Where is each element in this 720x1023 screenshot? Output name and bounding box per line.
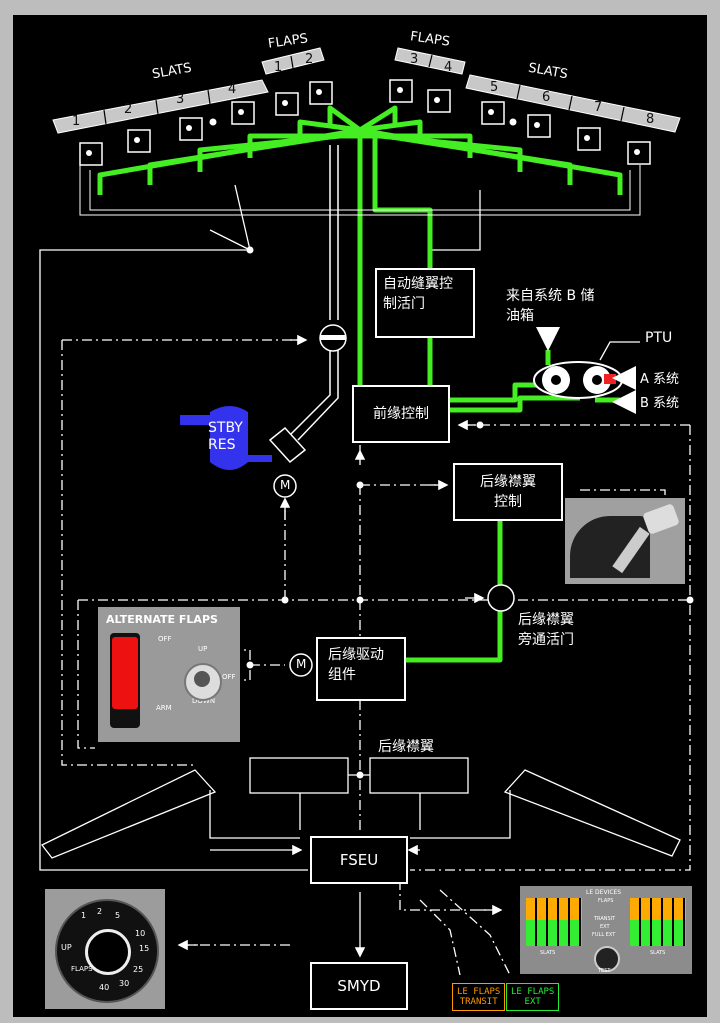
test-button[interactable] [594, 946, 620, 972]
actuator-frames [79, 165, 641, 216]
flap-number-4: 4 [444, 60, 453, 75]
system-b-label: B 系统 [640, 396, 680, 411]
te-drive-unit-label: 后缘驱动 组件 [328, 647, 384, 683]
auto-slat-valve-label: 自动缝翼控 制活门 [383, 276, 453, 312]
alt-off2-label: OFF [222, 673, 236, 681]
gauge-mark-up: UP [61, 943, 72, 952]
le-flaps-transit-text: LE FLAPS TRANSIT [457, 987, 501, 1007]
te-motor-icon [289, 653, 313, 677]
standby-actuator-icon [268, 426, 307, 464]
te-bypass-valve-label: 后缘襟翼 旁通活门 [518, 612, 574, 648]
le-flaps-ext-text: LE FLAPS EXT [511, 987, 555, 1007]
alt-arm-label: ARM [156, 704, 172, 712]
fseu-label: FSEU [339, 851, 379, 869]
flap-number-3: 3 [410, 52, 419, 67]
le-ext-label: EXT [600, 924, 610, 930]
standby-motor-label: M [280, 478, 291, 492]
smyd-box: SMYD [310, 962, 408, 1010]
from-system-b-label: 来自系统 B 储 油箱 [506, 288, 595, 324]
slat-number-6: 6 [542, 90, 551, 105]
le-transit-label: TRANSIT [594, 916, 616, 922]
slat-number-2: 2 [124, 102, 133, 117]
le-control-label: 前缘控制 [373, 406, 429, 422]
le-hydraulic-lines [97, 105, 623, 663]
slat-number-3: 3 [176, 92, 185, 107]
te-motor-label: M [296, 657, 307, 671]
te-flap-control-label: 后缘襟翼 控制 [480, 474, 536, 510]
le-flaps-label: FLAPS [598, 898, 614, 904]
te-flap-control-box: 后缘襟翼 控制 [453, 463, 563, 521]
gauge-mark-25: 25 [133, 965, 144, 974]
alt-off-label: OFF [158, 635, 172, 643]
le-test-label: TEST [598, 968, 611, 974]
le-devices-title: LE DEVICES [586, 889, 622, 896]
actuators [79, 79, 651, 166]
stby-res-icon [180, 406, 272, 470]
gauge-mark-10: 10 [135, 929, 146, 938]
gauge-mark-15: 15 [139, 944, 150, 953]
flap-gauge-panel: 1 2 5 10 15 25 30 40 UP FLAPS [45, 889, 165, 1009]
le-flaps-ext-light: LE FLAPS EXT [506, 983, 560, 1011]
te-flaps-label: 后缘襟翼 [378, 739, 434, 755]
gauge-caption: FLAPS [71, 965, 93, 973]
slat-number-8: 8 [646, 112, 655, 127]
ptu-pump-icon [533, 361, 623, 399]
ptu-label: PTU [645, 330, 673, 346]
le-flaps-transit-light: LE FLAPS TRANSIT [452, 983, 506, 1011]
bypass-valve-icon [487, 584, 515, 612]
alternate-flaps-title: ALTERNATE FLAPS [106, 613, 218, 626]
alt-down-label: DOWN [192, 697, 216, 705]
gauge-mark-30: 30 [119, 979, 130, 988]
gauge-mark-5: 5 [115, 911, 121, 920]
alt-up-label: UP [198, 645, 208, 653]
flap-number-2: 2 [305, 52, 314, 67]
stby-res-label: STBY RES [208, 420, 243, 453]
alternate-flaps-panel: ALTERNATE FLAPS OFF ARM UP OFF DOWN [98, 607, 240, 742]
flap-number-1: 1 [274, 60, 283, 75]
te-flap-panels [41, 757, 681, 859]
standby-lines [289, 145, 339, 441]
gauge-mark-2: 2 [97, 907, 103, 916]
le-devices-panel: LE DEVICES FLAPS TRANSIT EXT FULL EXT SL… [520, 886, 692, 974]
guard-switch-red[interactable] [110, 633, 140, 728]
slat-number-4: 4 [228, 82, 237, 97]
slat-number-5: 5 [490, 80, 499, 95]
control-signal-lines [61, 339, 691, 976]
slat-number-1: 1 [72, 114, 81, 129]
frame-lines [39, 184, 481, 871]
slat-panels-left [52, 47, 325, 134]
le-slats-left: SLATS [540, 950, 556, 956]
te-drive-unit-box: 后缘驱动 组件 [316, 637, 406, 701]
system-a-label: A 系统 [640, 372, 680, 387]
le-slats-right: SLATS [650, 950, 666, 956]
flap-lever-image [565, 498, 685, 584]
slat-number-7: 7 [594, 100, 603, 115]
smyd-label: SMYD [337, 977, 381, 995]
le-full-ext-label: FULL EXT [592, 932, 616, 938]
fseu-box: FSEU [310, 836, 408, 884]
gauge-mark-1: 1 [81, 911, 87, 920]
gauge-mark-40: 40 [99, 983, 110, 992]
le-control-box: 前缘控制 [352, 385, 450, 443]
auto-slat-valve-box: 自动缝翼控 制活门 [375, 268, 475, 338]
standby-motor-icon [273, 474, 297, 498]
